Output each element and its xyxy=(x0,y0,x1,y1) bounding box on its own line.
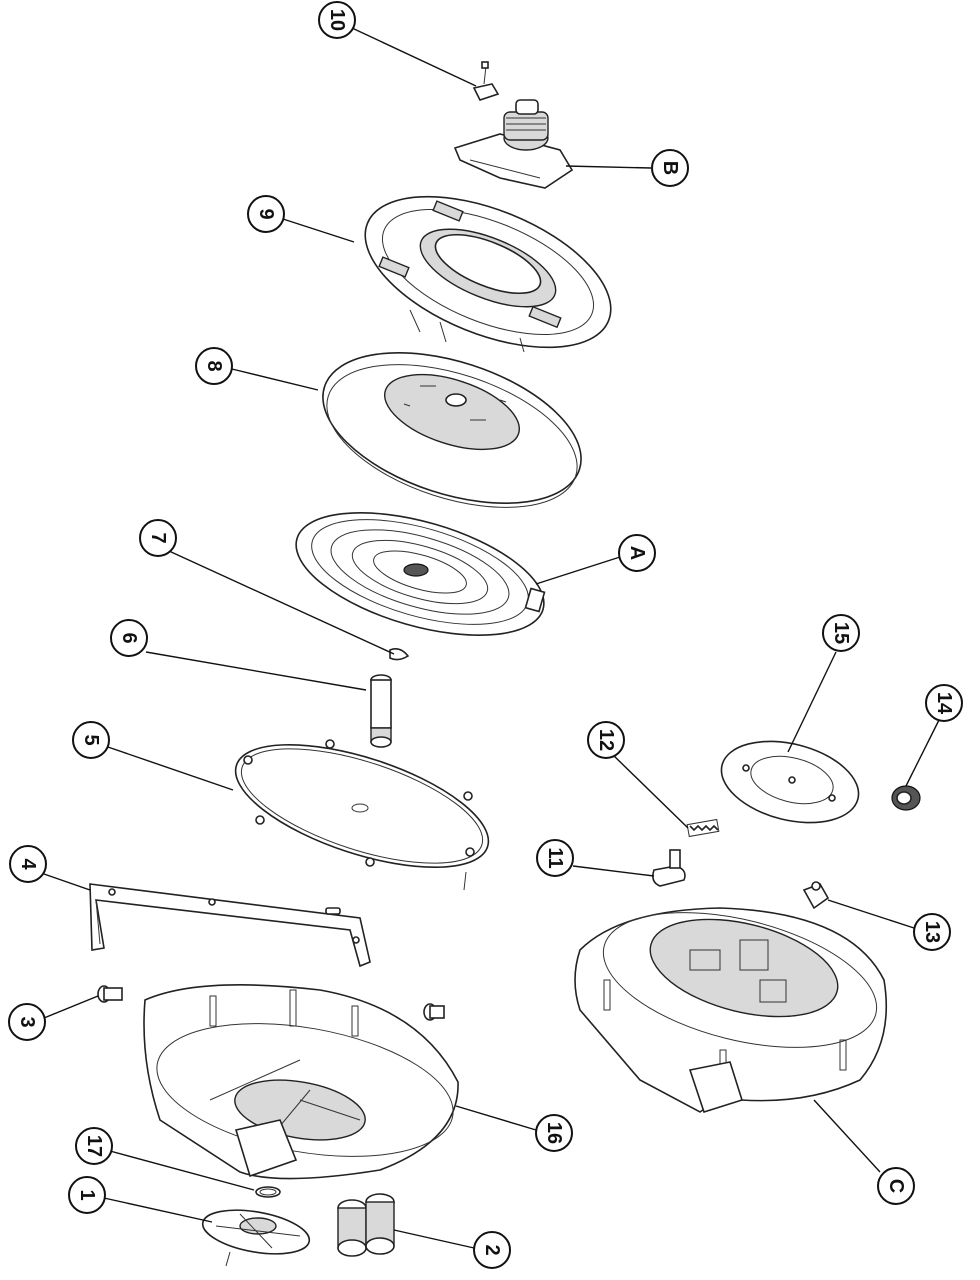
callout-12: 12 xyxy=(587,721,625,759)
svg-text:4: 4 xyxy=(17,858,39,870)
part-b-motor-assembly xyxy=(453,99,574,189)
svg-text:9: 9 xyxy=(255,208,277,219)
callout-10: 10 xyxy=(318,1,356,39)
part-14-fitting xyxy=(891,785,921,811)
svg-text:3: 3 xyxy=(16,1016,38,1027)
part-16-lower-housing xyxy=(143,984,459,1180)
callout-17: 17 xyxy=(75,1127,113,1165)
part-11-lever xyxy=(652,849,686,887)
svg-text:11: 11 xyxy=(544,847,566,868)
svg-text:16: 16 xyxy=(543,1122,565,1144)
svg-text:17: 17 xyxy=(83,1135,105,1157)
svg-text:12: 12 xyxy=(595,729,617,751)
part-7-small-clip xyxy=(389,648,410,661)
callout-c: C xyxy=(877,1167,915,1205)
part-9-ring-housing xyxy=(364,195,612,353)
callout-b: B xyxy=(651,149,689,187)
callout-a: A xyxy=(618,534,656,572)
callout-3: 3 xyxy=(8,1003,46,1041)
svg-text:14: 14 xyxy=(933,692,955,715)
part-c-upper-cover xyxy=(574,907,887,1113)
part-a-spiral-diaphragm xyxy=(295,512,546,636)
part-17-o-ring xyxy=(255,1186,281,1198)
callout-7: 7 xyxy=(139,519,177,557)
callout-1: 1 xyxy=(68,1176,106,1214)
callout-2: 2 xyxy=(473,1231,511,1269)
svg-text:B: B xyxy=(659,161,681,175)
callout-6: 6 xyxy=(110,619,148,657)
callout-4: 4 xyxy=(9,845,47,883)
callout-14: 14 xyxy=(925,684,963,722)
svg-text:A: A xyxy=(626,546,648,560)
svg-text:7: 7 xyxy=(147,532,169,543)
part-12-spring xyxy=(686,818,720,838)
callout-15: 15 xyxy=(822,614,860,652)
svg-text:8: 8 xyxy=(203,360,225,371)
part-8-disc-plate xyxy=(322,352,582,508)
leader-lines xyxy=(43,27,941,1249)
callout-9: 9 xyxy=(247,195,285,233)
callout-16: 16 xyxy=(535,1114,573,1152)
callout-8: 8 xyxy=(195,347,233,385)
svg-text:C: C xyxy=(885,1179,907,1193)
part-4-bracket xyxy=(89,883,371,968)
svg-text:13: 13 xyxy=(921,921,943,943)
part-15-round-plate xyxy=(720,740,860,824)
svg-text:5: 5 xyxy=(80,734,102,745)
callout-13: 13 xyxy=(913,913,951,951)
svg-text:6: 6 xyxy=(118,632,140,643)
svg-text:2: 2 xyxy=(481,1244,503,1255)
callout-11: 11 xyxy=(536,839,574,877)
svg-text:10: 10 xyxy=(326,9,348,31)
callout-5: 5 xyxy=(72,721,110,759)
part-6-shaft xyxy=(370,674,392,748)
part-10-clip xyxy=(472,61,500,101)
svg-text:15: 15 xyxy=(830,622,852,644)
part-2-rollers xyxy=(337,1193,395,1257)
part-1-base-plate xyxy=(201,1209,311,1267)
part-5-gasket-ring xyxy=(234,739,490,891)
part-3-screws xyxy=(97,985,445,1021)
part-13-clip xyxy=(802,881,830,910)
svg-text:1: 1 xyxy=(76,1189,98,1200)
